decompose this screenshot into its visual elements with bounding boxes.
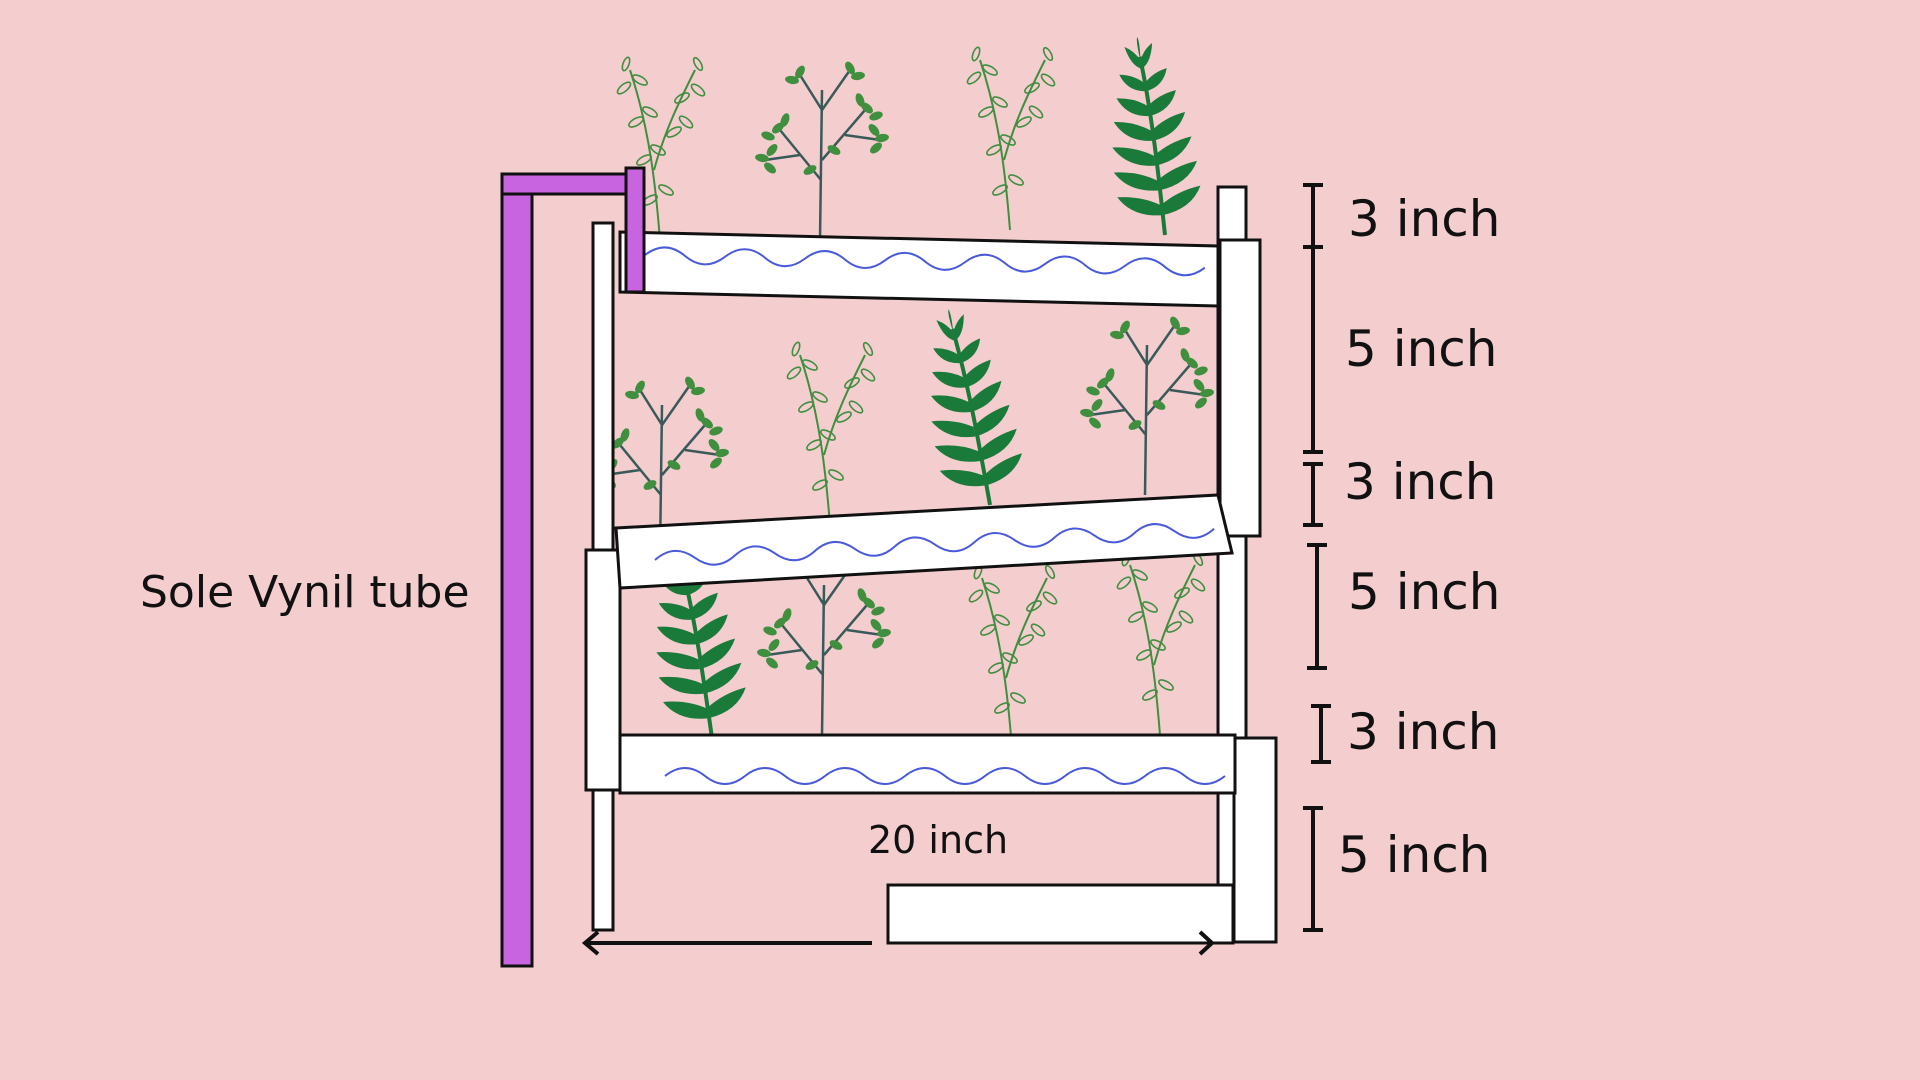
dimension-label-3: 3 inch	[1344, 453, 1497, 511]
herb-icon	[1078, 313, 1216, 497]
herb-icon	[753, 58, 891, 242]
right-post-sleeve-lower	[1232, 736, 1278, 944]
channel-top	[618, 230, 1220, 308]
width-arrow	[581, 930, 1215, 956]
width-label: 20 inch	[868, 818, 1009, 862]
left-post-sleeve	[584, 548, 622, 792]
fern-icon	[905, 298, 1034, 516]
water-wave-middle	[654, 523, 1215, 566]
sprig-icon	[964, 45, 1058, 231]
water-wave-bottom	[664, 767, 1226, 785]
tube-label: Sole Vynil tube	[140, 567, 470, 618]
right-post-sleeve-upper	[1218, 238, 1262, 538]
plants-top-row	[614, 29, 1209, 243]
dimension-label-2: 5 inch	[1345, 320, 1498, 378]
dimension-label-4: 5 inch	[1348, 563, 1501, 621]
channel-bottom	[618, 733, 1237, 795]
reservoir	[886, 883, 1235, 945]
water-wave-top	[644, 246, 1206, 277]
sprig-icon	[1114, 550, 1208, 736]
dimension-brackets	[1303, 183, 1331, 932]
fern-icon	[1093, 29, 1209, 243]
vinyl-tube	[500, 166, 646, 968]
dimension-label-5: 3 inch	[1347, 703, 1500, 761]
channel-middle	[614, 493, 1234, 590]
dimension-label-6: 5 inch	[1338, 826, 1491, 884]
herb-icon	[755, 553, 893, 737]
dimension-label-1: 3 inch	[1348, 190, 1501, 248]
sprig-icon	[784, 340, 878, 526]
rack-frame	[584, 185, 1278, 944]
sprig-icon	[966, 563, 1060, 749]
